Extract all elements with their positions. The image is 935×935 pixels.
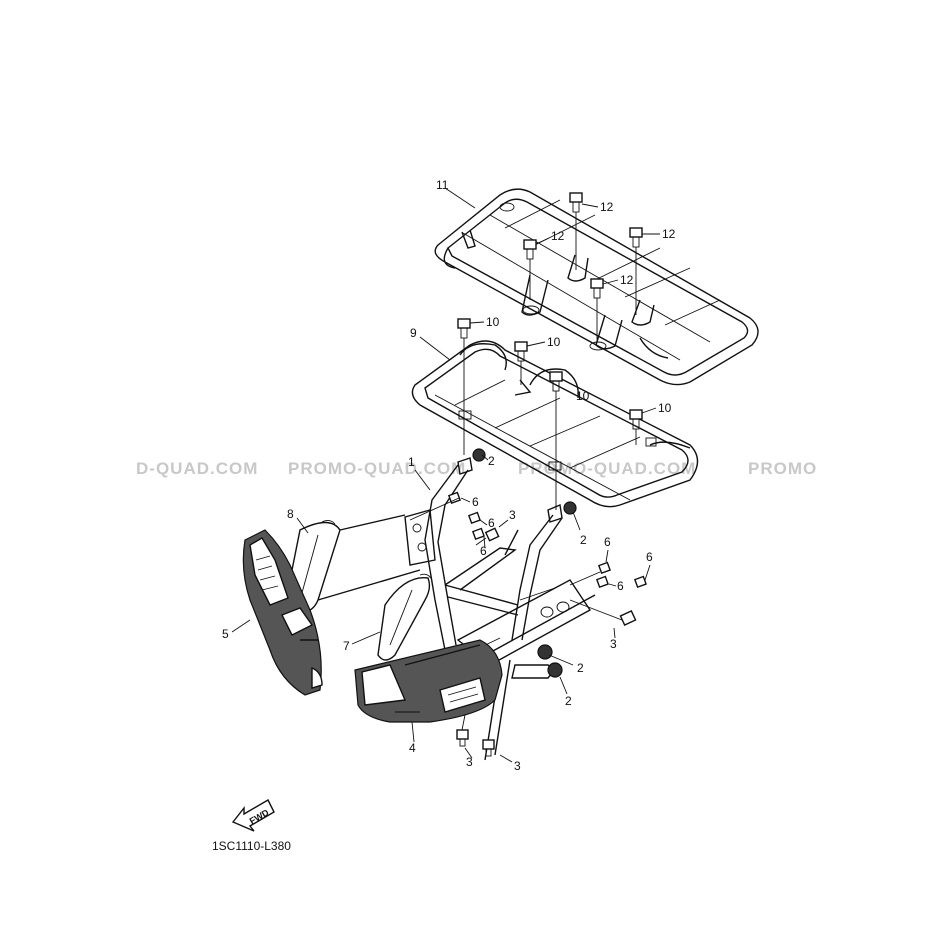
watermark-text: D-QUAD.COM <box>136 459 258 478</box>
callout-3: 3 <box>509 508 516 522</box>
bolt-10a <box>457 318 471 455</box>
part-10-bolts <box>457 318 643 510</box>
bolt-3d <box>482 739 495 757</box>
leader-lines <box>231 187 660 763</box>
part-6-bolts <box>409 491 647 589</box>
grommet-2b <box>563 501 577 515</box>
callout-7: 7 <box>343 639 350 653</box>
callout-10: 10 <box>658 401 672 415</box>
callout-2: 2 <box>565 694 572 708</box>
bolt-12b <box>523 239 537 300</box>
grommet-2d <box>547 662 563 678</box>
callout-4: 4 <box>409 741 416 755</box>
callout-5: 5 <box>222 627 229 641</box>
bolt-12d <box>590 278 604 340</box>
part-12-bolts <box>523 192 643 340</box>
bolt-3b <box>569 599 637 626</box>
part-7-tube-cover <box>377 573 433 661</box>
part-5-side-guard <box>242 529 323 696</box>
callout-1: 1 <box>408 455 415 469</box>
callout-11: 11 <box>436 178 449 192</box>
bolt-12c <box>629 227 643 315</box>
callout-12: 12 <box>600 200 614 214</box>
bolt-10d <box>629 409 643 445</box>
callout-6: 6 <box>480 544 487 558</box>
part-9-carrier <box>411 340 699 508</box>
part-3-bolts <box>456 527 637 757</box>
callout-3: 3 <box>466 755 473 769</box>
bolt-10c <box>549 371 563 510</box>
grommet-2c <box>537 644 553 660</box>
callout-10: 10 <box>547 335 561 349</box>
callout-3: 3 <box>514 759 521 773</box>
bolt-12a <box>569 192 583 270</box>
callout-6: 6 <box>488 516 495 530</box>
callout-10: 10 <box>486 315 500 329</box>
callout-2: 2 <box>488 454 495 468</box>
callout-3: 3 <box>610 637 617 651</box>
callouts: 11 12 12 12 12 9 10 10 10 10 2 2 2 2 1 6… <box>222 178 676 773</box>
callout-6: 6 <box>604 535 611 549</box>
callout-8: 8 <box>287 507 294 521</box>
watermark-text: PROMO <box>748 459 817 478</box>
callout-6: 6 <box>646 550 653 564</box>
part-4-front-bumper <box>354 639 503 723</box>
callout-10: 10 <box>576 389 590 403</box>
callout-2: 2 <box>580 533 587 547</box>
fwd-arrow-icon: FWD <box>231 799 275 832</box>
watermark-layer: D-QUAD.COM PROMO-QUAD.COM PROMO-QUAD.COM… <box>136 459 817 478</box>
callout-6: 6 <box>617 579 624 593</box>
callout-6: 6 <box>472 495 479 509</box>
drawing-code: 1SC1110-L380 <box>212 839 291 853</box>
watermark-text: PROMO-QUAD.COM <box>288 459 466 478</box>
grommet-2a <box>472 448 486 462</box>
bolt-10b <box>514 341 528 385</box>
part-2-grommets <box>472 448 577 678</box>
callout-12: 12 <box>551 229 565 243</box>
callout-12: 12 <box>620 273 634 287</box>
callout-9: 9 <box>410 326 417 340</box>
callout-2: 2 <box>577 661 584 675</box>
callout-12: 12 <box>662 227 676 241</box>
